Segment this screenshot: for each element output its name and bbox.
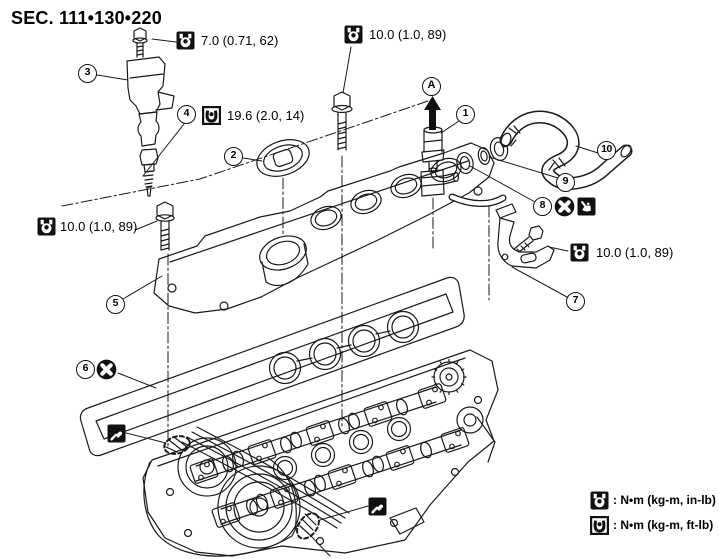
legend-inlb-text: : N•m (kg-m, in-lb) — [613, 493, 716, 507]
assembly-axis-lines — [61, 100, 490, 447]
direction-arrow-a — [424, 96, 441, 130]
camshaft-caps-a — [189, 383, 447, 484]
section-header: SEC. 111•130•220 — [11, 8, 162, 28]
pcv-valve-art — [421, 126, 445, 173]
torque-label-cover-bolt: 10.0 (1.0, 89) — [369, 27, 447, 42]
hose-clamp-marks — [508, 125, 566, 171]
callout-a: A — [422, 77, 441, 96]
pcv-elbow-fitting-art — [420, 169, 460, 197]
callout-2: 2 — [224, 147, 243, 166]
lubricant-icon — [577, 197, 596, 216]
cover-bolt-art — [331, 91, 353, 151]
pcv-grommet-art — [456, 151, 474, 175]
leader-lines — [96, 38, 599, 557]
valve-cover-gasket-art — [79, 276, 465, 457]
callout-1: 1 — [456, 105, 475, 124]
liquid-gasket-icon — [107, 424, 126, 443]
torque-label-bracket-bolt: 10.0 (1.0, 89) — [596, 245, 674, 260]
callout-9: 9 — [556, 173, 575, 192]
torque-label-coil-bolt: 7.0 (0.71, 62) — [201, 33, 279, 48]
callout-8: 8 — [533, 197, 552, 216]
torque-inlb-icon — [344, 25, 363, 44]
torque-ftlb-icon — [590, 516, 609, 535]
torque-inlb-icon — [570, 243, 589, 262]
valve-cover-art — [153, 142, 507, 314]
torque-inlb-icon — [37, 217, 56, 236]
torque-label-spark-plug: 19.6 (2.0, 14) — [227, 108, 305, 123]
cover-bolt-left-art — [155, 201, 175, 251]
spark-plug-art — [139, 148, 159, 197]
torque-ftlb-icon — [202, 106, 221, 125]
bracket-bolt-art — [513, 225, 544, 253]
callout-10: 10 — [597, 141, 616, 160]
sealant-application-marks — [163, 435, 320, 540]
do-not-reuse-icon — [555, 197, 575, 217]
legend-ftlb-text: : N•m (kg-m, ft-lb) — [613, 518, 714, 532]
gasket-plug-hole-seals — [268, 310, 420, 385]
callout-5: 5 — [106, 295, 125, 314]
timing-cover-pulleys-art — [143, 395, 483, 557]
oil-filler-cap-art — [256, 139, 310, 177]
coil-bolt-art — [132, 27, 148, 58]
ignition-coil-art — [126, 56, 175, 147]
callout-4: 4 — [177, 105, 196, 124]
torque-inlb-icon — [590, 491, 609, 510]
oil-filler-neck — [259, 235, 309, 286]
do-not-reuse-icon — [97, 360, 117, 380]
spark-plug-tube-holes — [272, 416, 412, 481]
callout-6: 6 — [76, 360, 95, 379]
callout-3: 3 — [78, 64, 97, 83]
liquid-gasket-icon — [368, 497, 387, 516]
torque-inlb-icon — [176, 31, 195, 50]
cylinder-head-art — [142, 349, 499, 557]
torque-label-left-bolt: 10.0 (1.0, 89) — [60, 219, 138, 234]
cam-lobes-a — [222, 398, 408, 473]
cam-sprocket-icons — [431, 358, 484, 434]
blowby-hose-art — [499, 110, 633, 190]
harness-bracket-art — [495, 203, 555, 269]
callout-7: 7 — [566, 292, 585, 311]
